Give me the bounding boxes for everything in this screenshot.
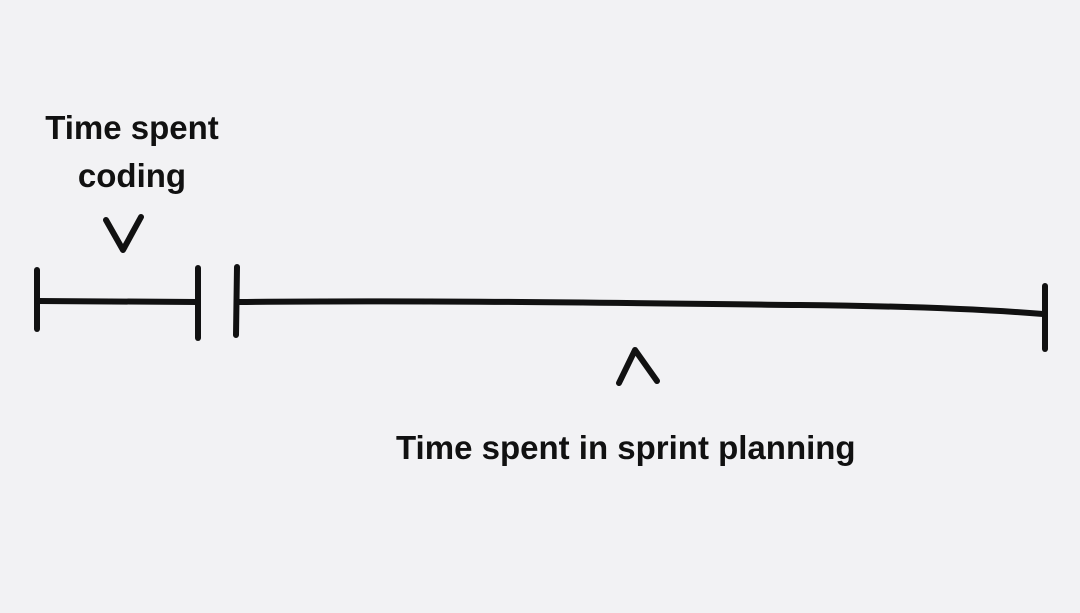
down-arrow-icon	[103, 214, 144, 253]
coding-label: Time spent coding	[36, 104, 228, 200]
planning-segment-line	[235, 298, 1046, 317]
coding-label-line2: coding	[77, 157, 187, 194]
planning-label: Time spent in sprint planning	[396, 429, 856, 466]
coding-label-line1: Time spent	[45, 109, 219, 146]
up-arrow-icon	[616, 347, 660, 386]
coding-segment-line	[35, 298, 200, 305]
